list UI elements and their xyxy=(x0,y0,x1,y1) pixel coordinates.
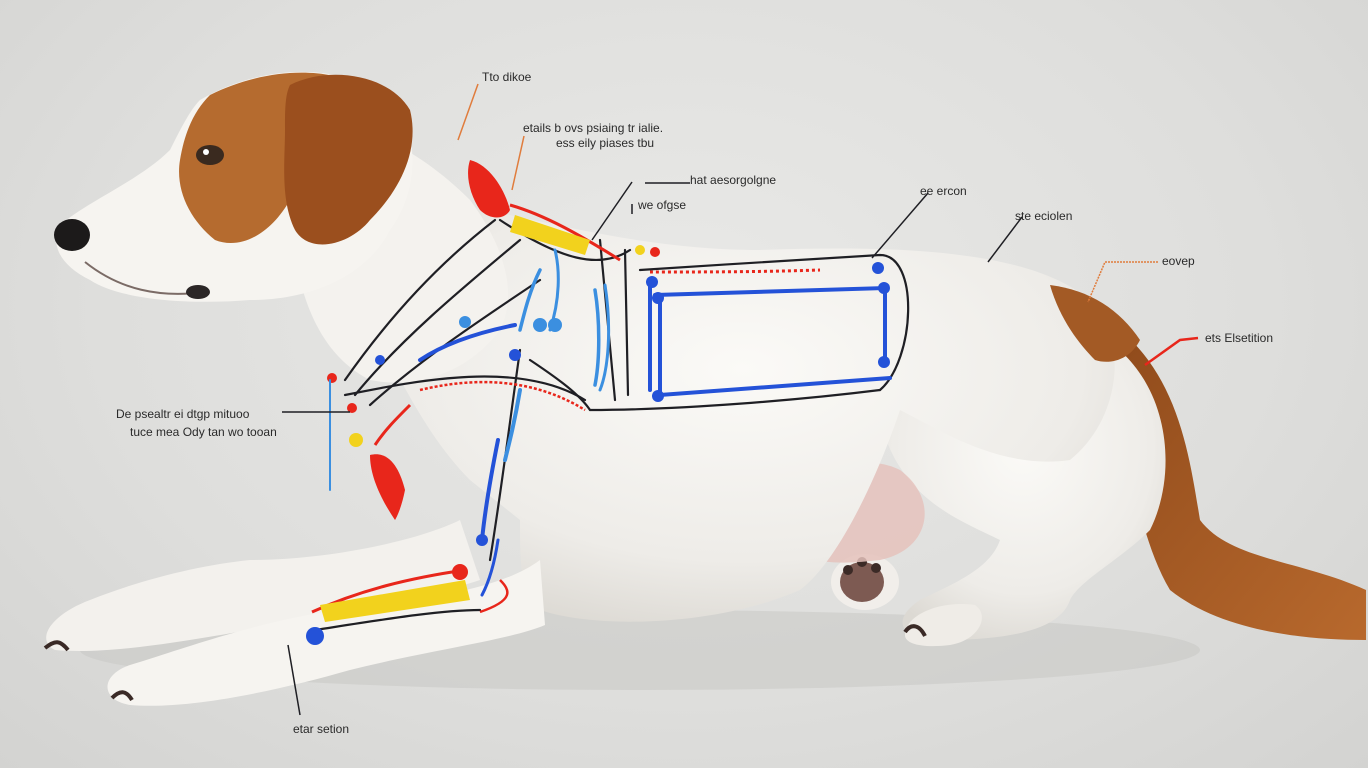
yellow-markings xyxy=(320,215,645,622)
paw-toe xyxy=(843,565,853,575)
label-neck-line1: etails b ovs psiaing tr ialie. xyxy=(523,121,664,135)
blue-nodes xyxy=(306,262,890,645)
label-chest-line1: De psealtr ei dtgp mituoo xyxy=(116,407,250,421)
dog-ear xyxy=(284,74,413,245)
eye-highlight xyxy=(203,149,209,155)
dog-eye xyxy=(196,145,224,165)
front-claws-right xyxy=(110,690,134,702)
label-paw: etar setion xyxy=(293,722,350,736)
label-top-chest: Tto dikoe xyxy=(482,70,532,84)
red-markings xyxy=(311,160,821,614)
label-chest-line2: tuce mea Ody tan wo tooan xyxy=(130,425,277,439)
paw-toe xyxy=(871,563,881,573)
dog-rump-patch xyxy=(1050,285,1140,362)
label-back-a: ee ercon xyxy=(920,184,967,198)
rear-claws xyxy=(903,624,927,637)
leader-lines xyxy=(282,83,1199,716)
label-neck-line2: ess eily piases tbu xyxy=(556,136,655,150)
dog-tail xyxy=(1110,330,1366,640)
label-shoulder-a: hat aesorgolgne xyxy=(690,173,777,187)
dog-nose xyxy=(54,219,90,251)
label-tail: ets Elsetition xyxy=(1205,331,1274,345)
label-back-b: ste eciolen xyxy=(1015,209,1073,223)
dog-lip xyxy=(186,285,210,299)
label-hip: eovep xyxy=(1162,254,1195,268)
dog-front-leg-back xyxy=(46,520,480,651)
front-claws-left xyxy=(43,640,70,652)
label-shoulder-b: we ofgse xyxy=(638,198,687,212)
